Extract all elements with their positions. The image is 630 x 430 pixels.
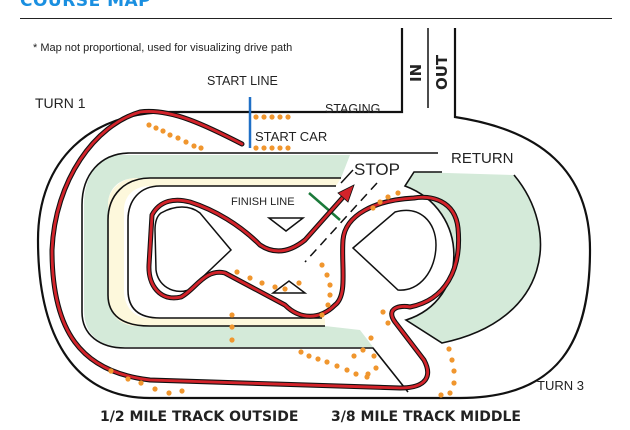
cone-marker [353,371,359,377]
drive-path-red [50,110,460,390]
cone-marker [438,392,444,398]
cone-marker [253,145,259,151]
start-line-label: START LINE [207,74,278,88]
cone-marker [167,132,173,138]
turn1-label: TURN 1 [35,95,86,111]
infield-lobe-right [351,209,437,291]
cone-marker [319,312,325,318]
cone-marker [360,347,366,353]
direction-triangle-up [270,280,308,294]
cone-marker [315,356,321,362]
stop-label: STOP [354,160,400,179]
cone-marker [451,380,457,386]
cone-marker [183,139,189,145]
cone-marker [138,380,144,386]
cone-marker [253,114,259,120]
map-note: * Map not proportional, used for visuali… [33,42,292,54]
page-title: COURSE MAP [20,0,152,11]
cone-marker [234,269,240,275]
cone-marker [277,145,283,151]
cone-marker [285,114,291,120]
cone-marker [319,262,325,268]
turn3-label: TURN 3 [537,378,584,393]
out-label: OUT [433,54,451,90]
cone-marker [370,205,376,211]
cone-marker [108,368,114,374]
cone-marker [229,312,235,318]
cone-marker [191,143,197,149]
cone-marker [351,353,357,359]
cone-marker [368,335,374,341]
cone-marker [451,368,457,374]
cone-marker [198,145,204,151]
in-label: IN [407,64,425,82]
cone-marker [282,286,288,292]
cone-marker [272,284,278,290]
cone-marker [269,145,275,151]
cone-marker [324,359,330,365]
return-boundary [403,171,542,344]
infield-boundary [127,185,336,319]
cone-marker [146,122,152,128]
middle-track-outer-boundary [81,152,438,393]
cone-marker [380,309,386,315]
infield-green-left [84,155,373,347]
cone-marker [153,125,159,131]
infield-green-right [405,172,541,343]
cone-marker [446,346,452,352]
cone-marker [261,114,267,120]
title-divider [20,18,612,19]
cone-marker [449,357,455,363]
cone-marker [371,353,377,359]
cone-marker [385,194,391,200]
cone-marker [377,199,383,205]
cone-marker [152,386,158,392]
cone-marker [327,292,333,298]
cone-marker [160,128,166,134]
cone-marker [385,320,391,326]
cone-marker [373,365,379,371]
cone-marker [365,371,371,377]
cone-marker [175,135,181,141]
cone-marker [325,302,331,308]
cone-marker [324,272,330,278]
finish-line-label: FINISH LINE [231,196,295,208]
cone-marker [296,280,302,286]
cone-marker [306,353,312,359]
cone-marker [334,363,340,369]
cone-marker [269,114,275,120]
cone-marker [277,114,283,120]
finish-line-marker [308,192,341,221]
return-label: RETURN [451,150,514,167]
caption-middle-track: 3/8 MILE TRACK MIDDLE [331,409,521,425]
cone-marker [285,145,291,151]
staging-label: STAGING [325,102,380,116]
cone-markers [108,114,457,398]
start-car-label: START CAR [255,129,327,144]
cone-marker [229,324,235,330]
cone-marker [247,275,253,281]
drive-direction-arrow-icon [337,184,355,203]
stop-divider-dashed [304,182,378,263]
cone-marker [298,349,304,355]
cone-marker [179,388,185,394]
outer-track-boundary [36,28,592,400]
stop-lane-line [340,169,354,184]
cone-marker [447,390,453,396]
middle-track-inner-boundary [107,177,341,327]
infield-yellow [108,178,341,326]
direction-triangle-down [266,217,306,232]
cone-marker [229,337,235,343]
cone-marker [395,190,401,196]
cone-marker [125,376,131,382]
cone-marker [259,280,265,286]
infield-lobe-left [154,206,233,292]
cone-marker [261,145,267,151]
cone-marker [166,390,172,396]
cone-marker [327,282,333,288]
cone-marker [344,367,350,373]
caption-outside-track: 1/2 MILE TRACK OUTSIDE [100,409,298,425]
